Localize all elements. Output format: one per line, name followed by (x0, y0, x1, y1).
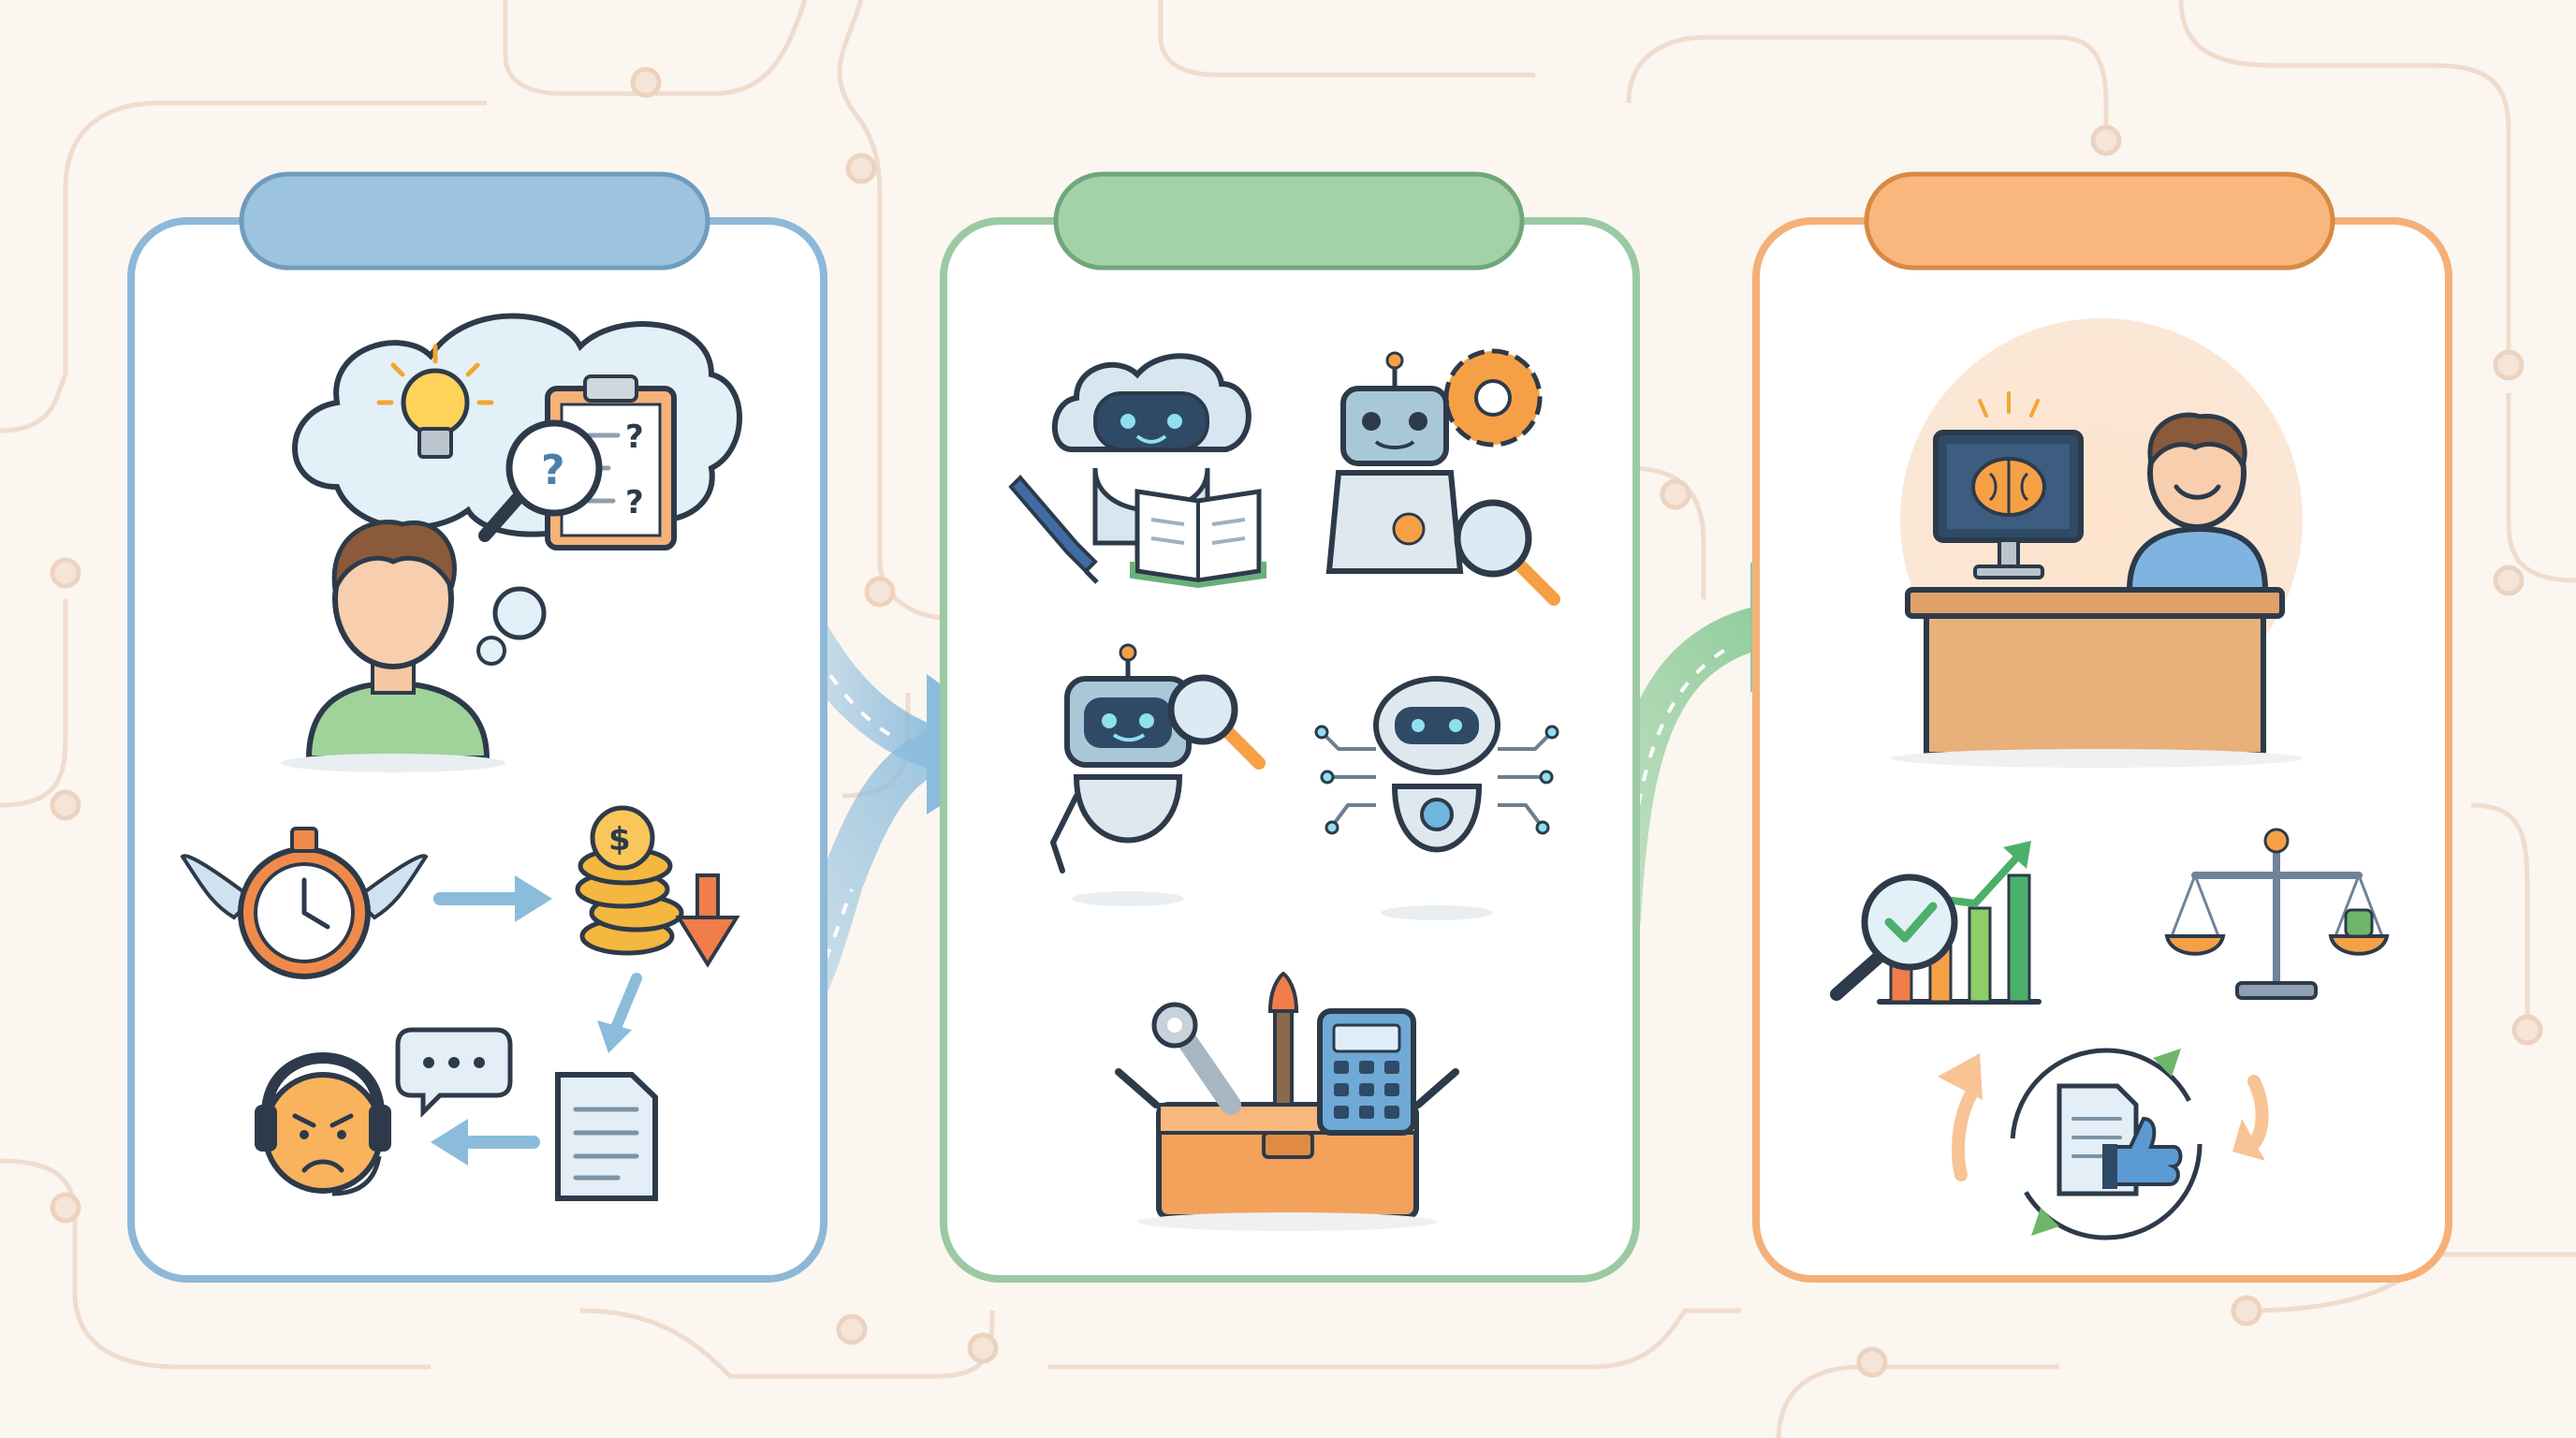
paintbrush-icon (1267, 971, 1299, 1107)
document-icon (555, 1072, 658, 1201)
svg-text:?: ? (625, 418, 644, 456)
panel-agents (940, 171, 1640, 1283)
person-icon (281, 520, 505, 772)
growth-chart-icon (1877, 841, 2042, 1005)
frustrated-headset-face-icon (255, 1052, 391, 1196)
winged-stopwatch-icon (180, 827, 429, 979)
smiling-person-icon (2126, 412, 2269, 593)
balance-scale-icon (2164, 828, 2390, 1000)
down-arrow-icon (675, 873, 740, 968)
right-arrow-icon (433, 875, 552, 922)
magnifier-check-icon (1830, 873, 1958, 1001)
svg-text:?: ? (541, 447, 565, 494)
lightbulb-icon (376, 344, 494, 459)
cycle-arrows-icon (1938, 1048, 2269, 1240)
search-robot-icon (1049, 643, 1266, 906)
network-robot-icon (1314, 676, 1559, 920)
document-thumbs-up-icon (2056, 1083, 2183, 1196)
down-left-arrow-icon (597, 973, 642, 1053)
background-connector-nodes (50, 66, 2543, 1378)
svg-text:$: $ (608, 821, 631, 858)
desk-icon (1891, 587, 2303, 768)
pen-icon (1008, 475, 1099, 584)
calculator-icon (1317, 1008, 1416, 1136)
svg-text:?: ? (625, 484, 644, 521)
magnifier-icon (1454, 499, 1560, 606)
book-icon (1130, 489, 1266, 589)
left-arrow-icon (431, 1119, 540, 1166)
chat-bubble-icon (395, 1027, 513, 1119)
magnifier-question-icon: ? (478, 419, 603, 542)
wrench-icon (1151, 1002, 1241, 1115)
coin-stack-icon: $ (575, 805, 684, 956)
gear-robot-icon (1325, 348, 1543, 574)
toolbox-icon (1115, 1068, 1459, 1231)
monitor-brain-icon (1933, 391, 2084, 580)
